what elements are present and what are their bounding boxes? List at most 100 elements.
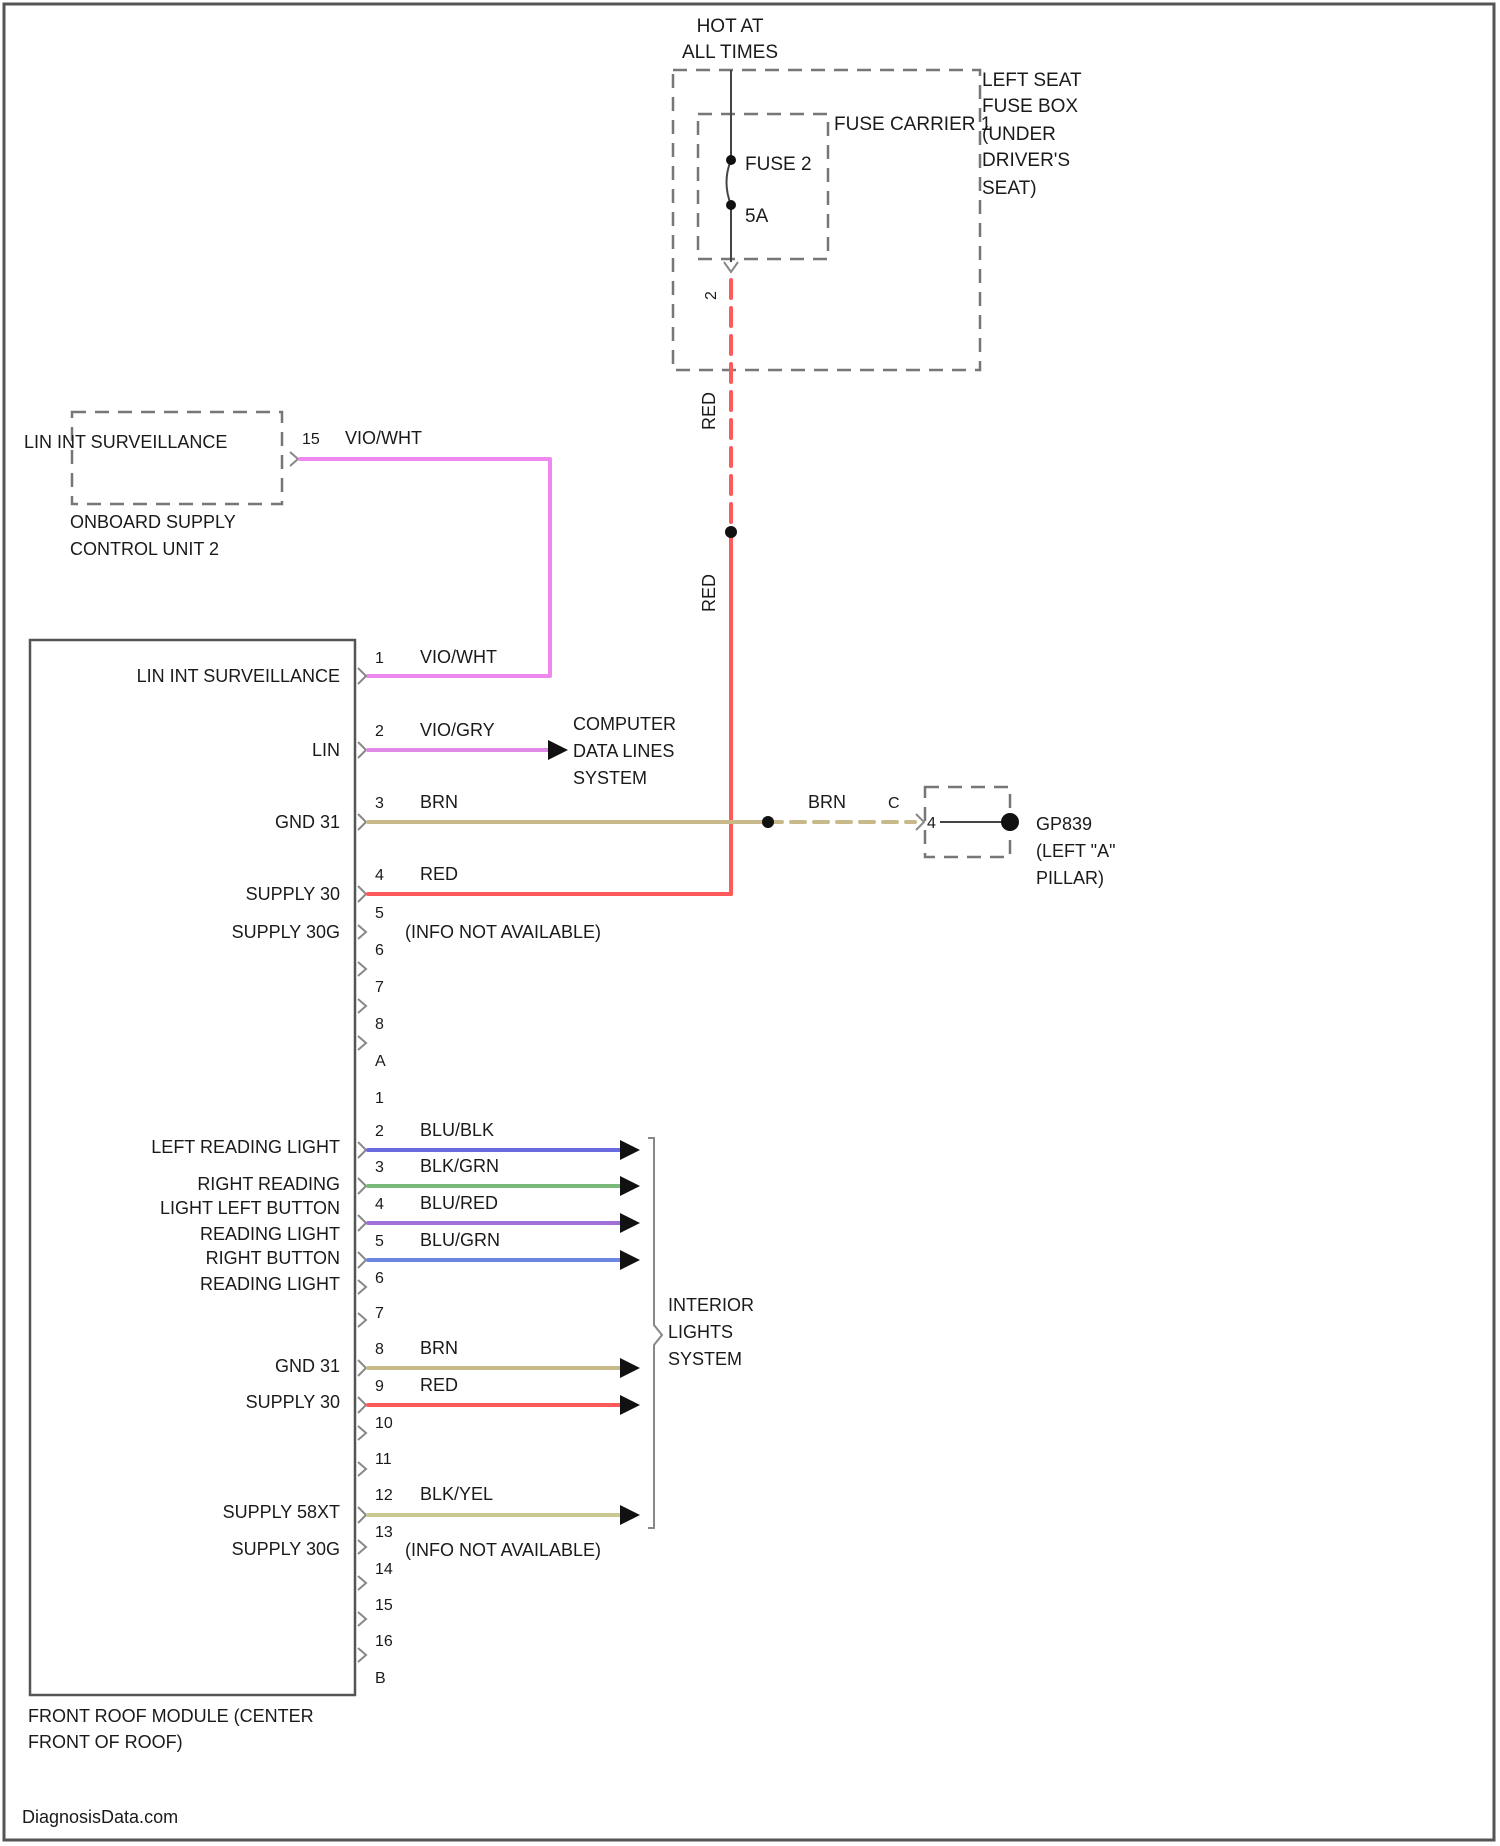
pin-b9-tick bbox=[358, 1397, 366, 1413]
fuse-terminal-bottom bbox=[726, 200, 736, 210]
hot-at-all-times-label-1: HOT AT bbox=[697, 16, 764, 37]
pin-b3-wire-label: BLK/GRN bbox=[420, 1156, 499, 1176]
pin-b3-number: 3 bbox=[375, 1159, 384, 1176]
hot-at-all-times-label-2: ALL TIMES bbox=[682, 42, 778, 63]
red-interior-wire-arrow bbox=[620, 1395, 640, 1415]
onboard-wire-label: VIO/WHT bbox=[345, 428, 422, 448]
pin-b5-wire-label: BLU/GRN bbox=[420, 1230, 500, 1250]
fuse-carrier-outline bbox=[698, 114, 828, 259]
pin-b14-number: 14 bbox=[375, 1561, 393, 1578]
pin-a8-tick bbox=[358, 1036, 366, 1050]
pin-b13-info-na: (INFO NOT AVAILABLE) bbox=[405, 1540, 601, 1560]
pin-b4-number: 4 bbox=[375, 1196, 384, 1213]
red-wire-splice bbox=[725, 526, 737, 538]
pin-b11-tick bbox=[358, 1462, 366, 1476]
pin-a4-wire-label: RED bbox=[420, 864, 458, 884]
pin-a4-tick bbox=[358, 886, 366, 902]
module-name-1: FRONT ROOF MODULE (CENTER bbox=[28, 1706, 314, 1726]
pin-a5-label: SUPPLY 30G bbox=[232, 922, 340, 942]
pin-a5-info-na: (INFO NOT AVAILABLE) bbox=[405, 922, 601, 942]
pin-a6-tick bbox=[358, 962, 366, 976]
interior-lights-label-3: SYSTEM bbox=[668, 1349, 742, 1369]
pin-a4-label: SUPPLY 30 bbox=[246, 884, 340, 904]
pin-b12-number: 12 bbox=[375, 1487, 393, 1504]
interior-lights-label-1: INTERIOR bbox=[668, 1295, 754, 1315]
interior-lights-label-2: LIGHTS bbox=[668, 1322, 733, 1342]
pin-a2-tick bbox=[358, 742, 366, 758]
onboard-connector-label: LIN INT SURVEILLANCE bbox=[24, 432, 227, 452]
pin-b2-label: LEFT READING LIGHT bbox=[151, 1137, 340, 1157]
pin-b5-tick bbox=[358, 1252, 366, 1268]
ground-connector-c-label: C bbox=[888, 795, 900, 812]
ground-point bbox=[1001, 813, 1019, 831]
pin-a5-tick bbox=[358, 925, 366, 939]
ground-location-2: PILLAR) bbox=[1036, 868, 1104, 888]
connector-b-letter: B bbox=[375, 1670, 386, 1687]
onboard-unit-name-1: ONBOARD SUPPLY bbox=[70, 512, 236, 532]
fuse-box-label-1: LEFT SEAT bbox=[982, 70, 1082, 91]
fuse-carrier-label: FUSE CARRIER 1 bbox=[834, 114, 991, 135]
red-wire-label-lower: RED bbox=[699, 574, 719, 612]
pin-b12-tick bbox=[358, 1507, 366, 1523]
pin-b8-tick bbox=[358, 1360, 366, 1376]
vio-gry-wire-arrow bbox=[548, 740, 568, 760]
fuse-box-label-2: FUSE BOX bbox=[982, 96, 1078, 117]
pin-b7-label: READING LIGHT bbox=[200, 1274, 340, 1294]
fuse-name: FUSE 2 bbox=[745, 154, 812, 175]
pin-b13-label: SUPPLY 30G bbox=[232, 1539, 340, 1559]
pin-b6-tick bbox=[358, 1280, 366, 1294]
pin-b2-number: 2 bbox=[375, 1123, 384, 1140]
pin-b2-tick bbox=[358, 1142, 366, 1158]
pin-b6-label: RIGHT BUTTON bbox=[206, 1248, 340, 1268]
pin-b4-label: LIGHT LEFT BUTTON bbox=[160, 1198, 340, 1218]
pin-a8-number: 8 bbox=[375, 1016, 384, 1033]
pin-b15-number: 15 bbox=[375, 1597, 393, 1614]
pin-b13-number: 13 bbox=[375, 1524, 393, 1541]
fuse-pin-tick bbox=[724, 262, 738, 272]
pin-a3-label: GND 31 bbox=[275, 812, 340, 832]
pin-b8-label: GND 31 bbox=[275, 1356, 340, 1376]
computer-data-lines-3: SYSTEM bbox=[573, 768, 647, 788]
pin-b12-label: SUPPLY 58XT bbox=[223, 1502, 340, 1522]
pin-b8-number: 8 bbox=[375, 1341, 384, 1358]
onboard-pin-tick bbox=[290, 452, 298, 466]
pin-b4-wire-label: BLU/RED bbox=[420, 1193, 498, 1213]
onboard-unit-name-2: CONTROL UNIT 2 bbox=[70, 539, 219, 559]
pin-b6-number: 6 bbox=[375, 1270, 384, 1287]
pin-b3-label: RIGHT READING bbox=[197, 1174, 340, 1194]
pin-b16-tick bbox=[358, 1648, 366, 1662]
pin-b8-wire-label: BRN bbox=[420, 1338, 458, 1358]
pin-b5-label: READING LIGHT bbox=[200, 1224, 340, 1244]
ground-pin-tick bbox=[916, 814, 924, 830]
pin-a4-number: 4 bbox=[375, 867, 384, 884]
pin-b12-wire-label: BLK/YEL bbox=[420, 1484, 493, 1504]
pin-a2-number: 2 bbox=[375, 723, 384, 740]
fuse-terminal-top bbox=[726, 155, 736, 165]
pin-b9-wire-label: RED bbox=[420, 1375, 458, 1395]
connector-a-letter: A bbox=[375, 1053, 386, 1070]
pin-a3-tick bbox=[358, 814, 366, 830]
module-name-2: FRONT OF ROOF) bbox=[28, 1732, 183, 1752]
pin-b4-tick bbox=[358, 1215, 366, 1231]
fuse-box-label-5: SEAT) bbox=[982, 178, 1037, 199]
onboard-pin-number: 15 bbox=[302, 431, 320, 448]
pin-b5-number: 5 bbox=[375, 1233, 384, 1250]
computer-data-lines-1: COMPUTER bbox=[573, 714, 676, 734]
pin-b10-number: 10 bbox=[375, 1415, 393, 1432]
pin-a5-number: 5 bbox=[375, 905, 384, 922]
interior-lights-bracket bbox=[648, 1138, 662, 1528]
pin-b7-tick bbox=[358, 1313, 366, 1327]
red-wire-label-upper: RED bbox=[699, 392, 719, 430]
pin-b2-wire-label: BLU/BLK bbox=[420, 1120, 494, 1140]
pin-a2-label: LIN bbox=[312, 740, 340, 760]
brn-interior-wire-arrow bbox=[620, 1358, 640, 1378]
vio-wht-wire bbox=[300, 459, 550, 676]
pin-a1-tick bbox=[358, 668, 366, 684]
front-roof-module-box bbox=[30, 640, 355, 1695]
pin-b3-tick bbox=[358, 1178, 366, 1194]
pin-a1-number: 1 bbox=[375, 650, 384, 667]
pin-b1-number: 1 bbox=[375, 1090, 384, 1107]
pin-a3-wire-label: BRN bbox=[420, 792, 458, 812]
pin-b9-label: SUPPLY 30 bbox=[246, 1392, 340, 1412]
